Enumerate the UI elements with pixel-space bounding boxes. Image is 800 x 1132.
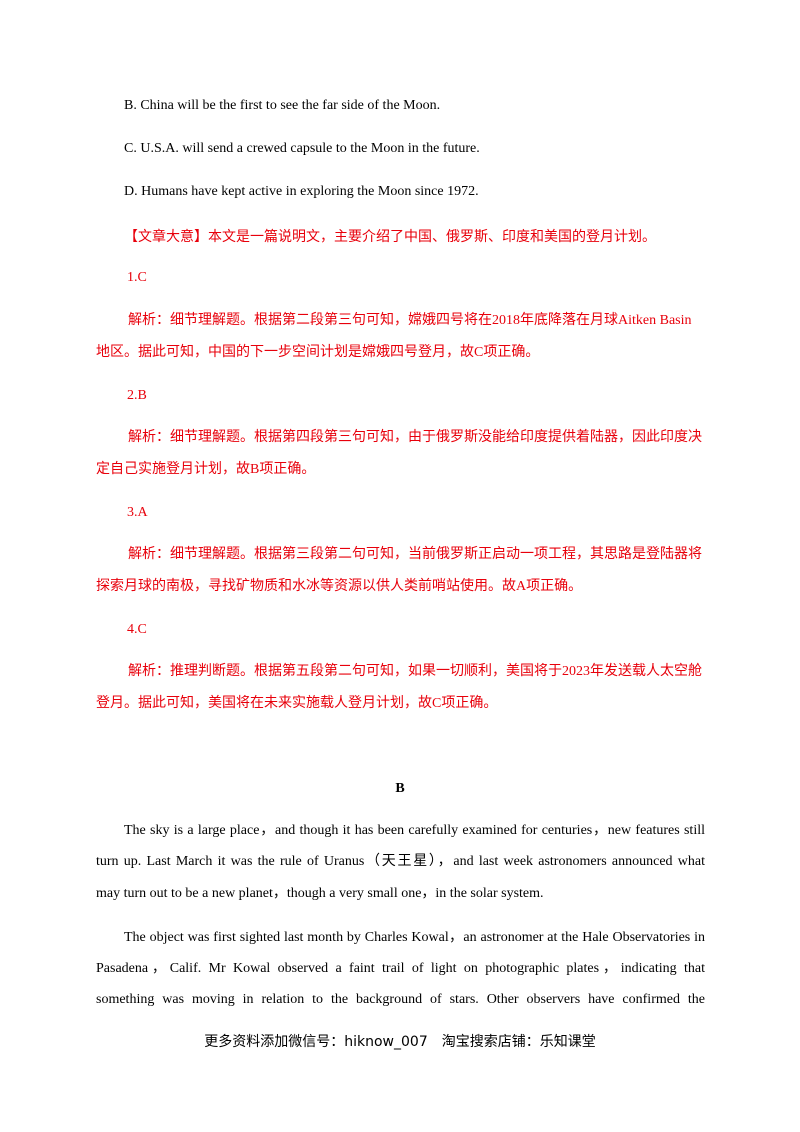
section-title: B [395, 781, 405, 796]
page-footer: 更多资料添加微信号：hiknow_007 淘宝搜索店铺：乐知课堂 [204, 1034, 596, 1050]
answer-1-explanation-line1: 解析：细节理解题。根据第二段第三句可知，嫦娥四号将在2018年底降落在月球Ait… [128, 313, 692, 328]
answer-4-explanation-line2: 登月。据此可知，美国将在未来实施载人登月计划，故C项正确。 [96, 696, 498, 711]
answer-2-explanation-line1: 解析：细节理解题。根据第四段第三句可知，由于俄罗斯没能给印度提供着陆器，因此印度… [128, 430, 702, 445]
passage-paragraph-1-line-1: The sky is a large place，and though it h… [124, 823, 705, 838]
option-c: C. U.S.A. will send a crewed capsule to … [124, 141, 480, 156]
passage-paragraph-2-line-3: something was moving in relation to the … [96, 992, 705, 1007]
article-summary: 【文章大意】本文是一篇说明文，主要介绍了中国、俄罗斯、印度和美国的登月计划。 [124, 230, 656, 245]
passage-paragraph-1-line-2: turn up. Last March it was the rule of U… [96, 854, 705, 869]
option-d: D. Humans have kept active in exploring … [124, 184, 479, 199]
answer-4-explanation-line1: 解析：推理判断题。根据第五段第二句可知，如果一切顺利，美国将于2023年发送载人… [128, 664, 702, 679]
passage-paragraph-2-line-2: Pasadena，Calif. Mr Kowal observed a fain… [96, 961, 705, 976]
answer-1-explanation-line2: 地区。据此可知，中国的下一步空间计划是嫦娥四号登月，故C项正确。 [96, 345, 540, 360]
answer-3-label: 3.A [127, 505, 148, 520]
passage-paragraph-1-line-3: may turn out to be a new planet，though a… [96, 886, 544, 901]
answer-3-explanation-line1: 解析：细节理解题。根据第三段第二句可知，当前俄罗斯正启动一项工程，其思路是登陆器… [128, 547, 702, 562]
option-b: B. China will be the first to see the fa… [124, 98, 441, 113]
passage-paragraph-2-line-1: The object was first sighted last month … [124, 930, 705, 945]
answer-4-label: 4.C [127, 622, 147, 637]
answer-1-label: 1.C [127, 270, 147, 285]
answer-2-explanation-line2: 定自己实施登月计划，故B项正确。 [96, 462, 316, 477]
answer-3-explanation-line2: 探索月球的南极，寻找矿物质和水冰等资源以供人类前哨站使用。故A项正确。 [96, 579, 583, 594]
answer-2-label: 2.B [127, 388, 147, 403]
